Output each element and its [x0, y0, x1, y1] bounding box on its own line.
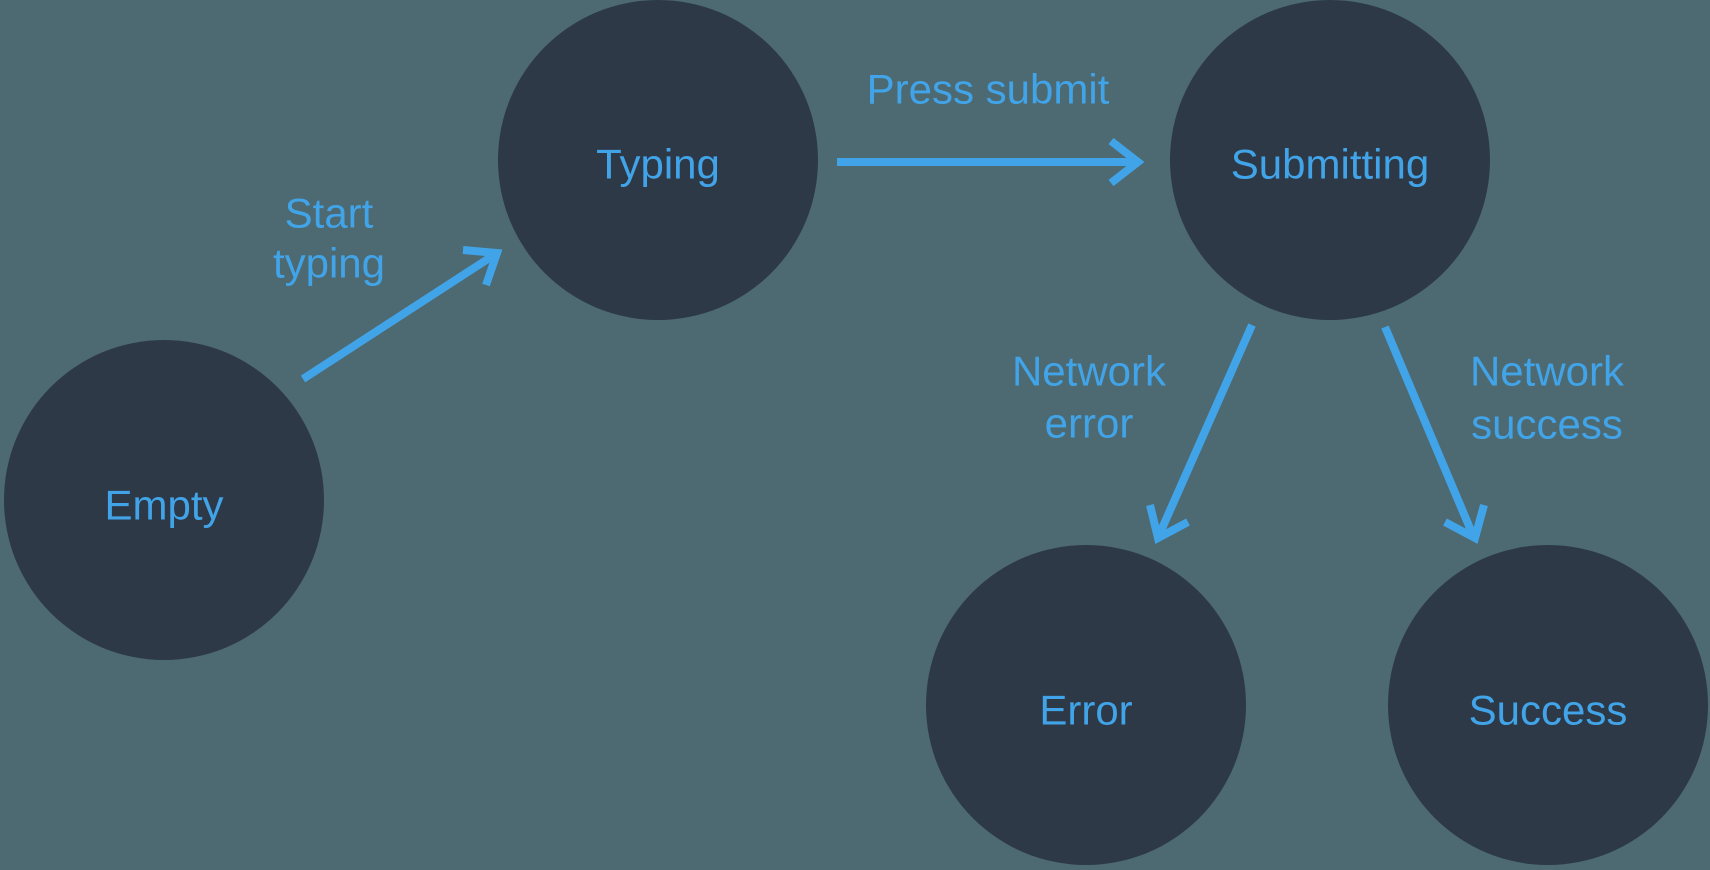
edge-submitting-to-error-arrowhead-icon [1146, 504, 1190, 544]
state-node-empty-circle [4, 340, 324, 660]
state-node-empty-label: Empty [104, 482, 223, 529]
edge-label-network-error-line2: error [1045, 400, 1134, 447]
state-node-submitting: Submitting [1170, 0, 1490, 320]
state-node-success-label: Success [1469, 687, 1628, 734]
edge-submitting-to-success-shaft [1381, 325, 1476, 535]
edge-label-press-submit: Press submit [867, 66, 1110, 113]
state-node-empty: Empty [4, 340, 324, 660]
edge-typing-to-submitting: Press submit [837, 66, 1145, 187]
edge-typing-to-submitting-arrowhead-icon [1108, 137, 1145, 187]
edge-empty-to-typing-shaft [300, 251, 497, 383]
state-node-submitting-circle [1170, 0, 1490, 320]
edge-label-network-success-line1: Network [1470, 348, 1625, 395]
state-node-success-circle [1388, 545, 1708, 865]
state-node-typing-label: Typing [596, 141, 720, 188]
edge-label-network-error-line1: Network [1012, 348, 1167, 395]
edge-submitting-to-error-shaft [1156, 323, 1256, 535]
state-node-submitting-label: Submitting [1231, 141, 1429, 188]
edge-submitting-to-success: Network success [1381, 325, 1625, 544]
edge-label-start-typing-line2: typing [273, 240, 385, 287]
state-node-error: Error [926, 545, 1246, 865]
edge-empty-to-typing-arrowhead-icon [462, 246, 503, 287]
edge-submitting-to-success-arrowhead-icon [1443, 503, 1488, 544]
edge-label-network-success-line2: success [1471, 401, 1623, 448]
state-node-typing: Typing [498, 0, 818, 320]
edge-submitting-to-error: Network error [1012, 323, 1256, 544]
edge-label-start-typing-line1: Start [285, 190, 374, 237]
state-node-error-circle [926, 545, 1246, 865]
state-node-error-label: Error [1039, 687, 1132, 734]
state-node-typing-circle [498, 0, 818, 320]
edge-empty-to-typing: Start typing [273, 190, 503, 383]
state-node-success: Success [1388, 545, 1708, 865]
